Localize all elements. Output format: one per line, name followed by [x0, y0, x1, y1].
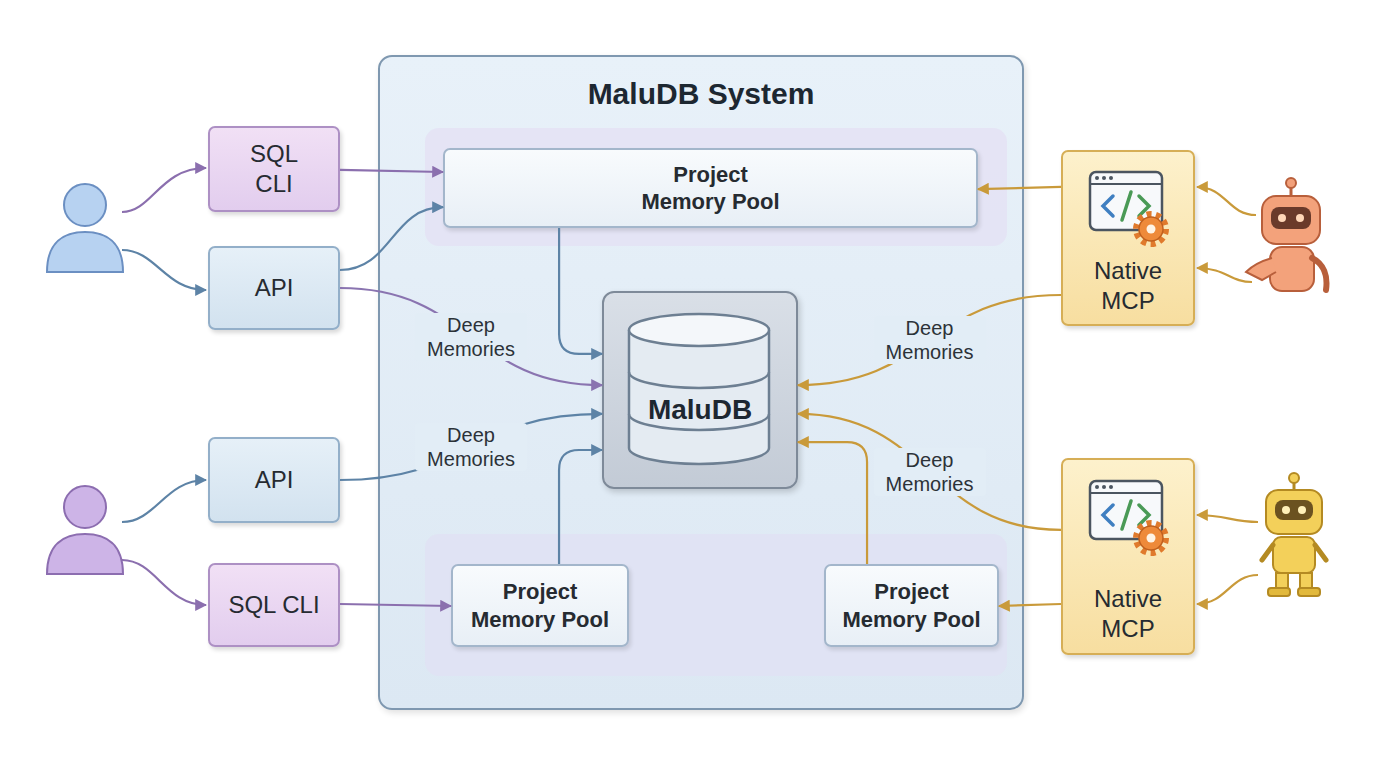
- robot-icon: [1296, 214, 1304, 222]
- user-arrow: [122, 168, 206, 212]
- edge-label: Deep Memories: [415, 313, 527, 361]
- user-icon: [47, 232, 123, 272]
- node-label: Native MCP: [1078, 584, 1178, 644]
- robot-icon: [1276, 573, 1288, 589]
- robot-icon: [1273, 537, 1315, 573]
- robot-arrow: [1197, 187, 1256, 215]
- edge-label: Deep Memories: [874, 448, 986, 496]
- user-arrow: [122, 560, 206, 605]
- robot-arrow: [1197, 515, 1258, 522]
- robot-icon: [1275, 500, 1313, 520]
- robot-arrow: [1197, 575, 1258, 604]
- mcp-box: Native MCP: [1061, 150, 1195, 326]
- robot-arrow: [1197, 268, 1252, 282]
- node-label: API: [255, 465, 294, 495]
- database-box: MaluDB: [602, 291, 798, 489]
- system-boundary: MaluDB SystemProject Memory PoolMaluDBPr…: [378, 55, 1024, 710]
- robot-icon: [1246, 178, 1326, 291]
- user-icon: [47, 534, 123, 574]
- node-label: SQL CLI: [239, 139, 309, 199]
- robot-icon: [1246, 258, 1276, 280]
- user-arrow: [122, 250, 206, 290]
- robot-icon: [1266, 490, 1322, 534]
- memory-pool-box: Project Memory Pool: [824, 564, 999, 647]
- robot-icon: [1278, 214, 1286, 222]
- interface-box: SQL CLI: [208, 563, 340, 647]
- memory-pool-box: Project Memory Pool: [451, 564, 629, 647]
- robot-icon: [1271, 207, 1311, 229]
- node-label: Project Memory Pool: [469, 578, 611, 633]
- node-label: MaluDB: [648, 392, 752, 427]
- node-label: SQL CLI: [228, 590, 319, 620]
- interface-box: SQL CLI: [208, 126, 340, 212]
- edge-label: Deep Memories: [874, 316, 986, 364]
- robot-icon: [1282, 506, 1290, 514]
- robot-icon: [1289, 473, 1299, 483]
- robot-icon: [1268, 588, 1290, 596]
- robot-icon: [1298, 506, 1306, 514]
- node-label: API: [255, 273, 294, 303]
- edge-label: Deep Memories: [415, 423, 527, 471]
- robot-icon: [1300, 573, 1312, 589]
- robot-icon: [1262, 545, 1326, 560]
- robot-icon: [1298, 588, 1320, 596]
- robot-icon: [1293, 481, 1296, 490]
- node-label: Project Memory Pool: [841, 578, 983, 633]
- node-label: MaluDB System: [588, 75, 815, 113]
- robot-arrow: [1197, 187, 1258, 604]
- mcp-box: Native MCP: [1061, 458, 1195, 655]
- user-icon: [47, 486, 123, 574]
- robot-icon: [1262, 473, 1326, 596]
- user-icon: [47, 184, 123, 272]
- robot-icon: [1262, 196, 1320, 244]
- node-label: Project Memory Pool: [640, 161, 782, 216]
- robot-icon: [1290, 186, 1293, 196]
- interface-box: API: [208, 246, 340, 330]
- interface-box: API: [208, 437, 340, 523]
- user-icon: [64, 184, 106, 226]
- user-arrow: [122, 168, 206, 605]
- memory-pool-box: Project Memory Pool: [443, 148, 978, 228]
- robot-icon: [1286, 178, 1296, 188]
- user-arrow: [122, 480, 206, 522]
- user-icon: [64, 486, 106, 528]
- robot-icon: [1312, 258, 1326, 290]
- robot-icon: [1270, 247, 1314, 291]
- node-label: Native MCP: [1078, 256, 1178, 316]
